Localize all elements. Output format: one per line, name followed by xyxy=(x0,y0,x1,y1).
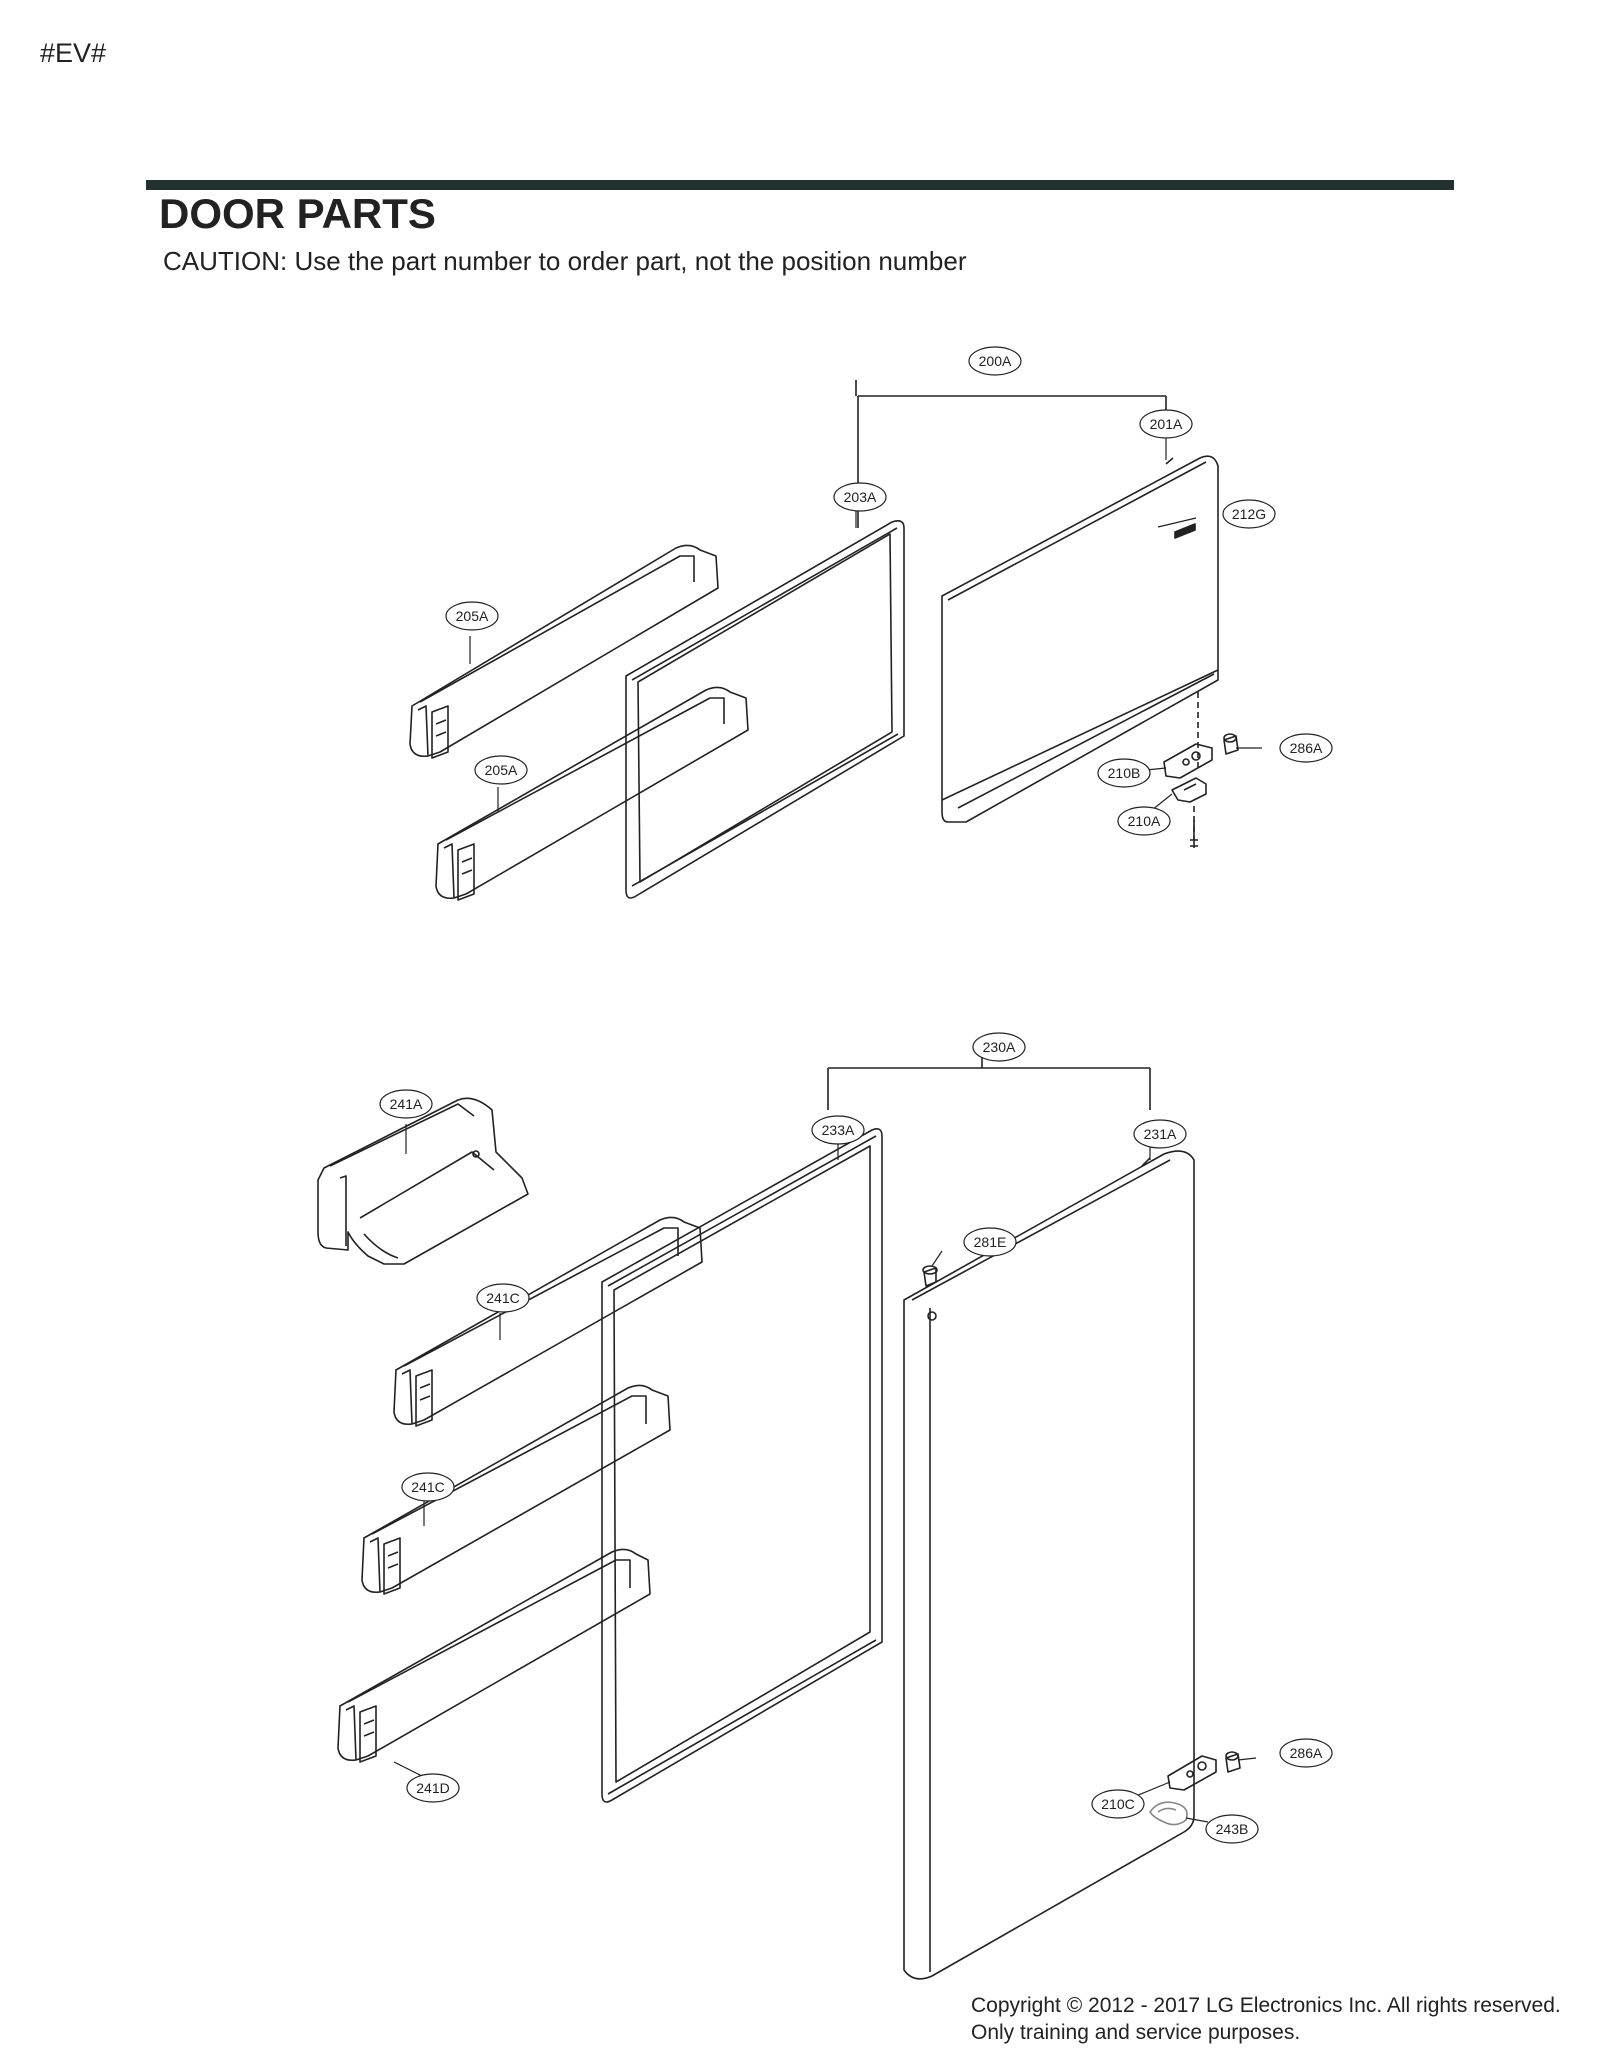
callout-243b: 243B xyxy=(1216,1821,1249,1837)
callout-203a: 203A xyxy=(844,489,877,505)
dairy-bin-241a xyxy=(317,1097,529,1265)
hinge-210a xyxy=(1171,777,1207,803)
leader-lines xyxy=(393,436,1262,1823)
door-bin-241c-lower xyxy=(361,1384,671,1595)
cap-286a-top xyxy=(1223,733,1239,755)
cap-281e xyxy=(922,1265,938,1321)
callout-oval-210c xyxy=(1091,1789,1145,1819)
callout-oval-203a xyxy=(833,482,887,512)
fridge-door-231a xyxy=(903,1150,1195,1980)
callout-231a: 231A xyxy=(1144,1126,1177,1142)
callout-oval-231a xyxy=(1133,1119,1187,1149)
callout-205a-bottom: 205A xyxy=(485,762,518,778)
callout-oval-241c-upper xyxy=(476,1283,530,1313)
callout-230a: 230A xyxy=(983,1039,1016,1055)
callout-oval-233a xyxy=(811,1115,865,1145)
bracket-200a xyxy=(855,380,1167,528)
callout-233a: 233A xyxy=(822,1122,855,1138)
callout-oval-210b xyxy=(1097,758,1151,788)
model-tag: #EV# xyxy=(40,38,107,68)
callout-241a: 241A xyxy=(390,1096,423,1112)
clip-243b xyxy=(1149,1801,1188,1826)
callout-oval-212g xyxy=(1222,499,1276,529)
callout-oval-241c-lower xyxy=(401,1472,455,1502)
callout-201a: 201A xyxy=(1150,416,1183,432)
gasket-233a xyxy=(601,1128,883,1803)
callout-ovals xyxy=(379,346,1333,1844)
callout-oval-243b xyxy=(1205,1814,1259,1844)
callout-210c: 210C xyxy=(1101,1796,1134,1812)
callout-oval-205a-top xyxy=(445,601,499,631)
caution-note: CAUTION: Use the part number to order pa… xyxy=(163,246,967,276)
hinge-210b xyxy=(1163,743,1213,779)
callout-210a: 210A xyxy=(1128,813,1161,829)
callout-286a-top: 286A xyxy=(1290,740,1323,756)
callout-oval-286a-top xyxy=(1279,733,1333,763)
callout-oval-230a xyxy=(972,1032,1026,1062)
callout-241d: 241D xyxy=(416,1780,449,1796)
callout-oval-200a xyxy=(968,346,1022,376)
door-bin-205a-lower xyxy=(435,686,749,901)
callout-210b: 210B xyxy=(1108,765,1141,781)
callout-oval-205a-bottom xyxy=(474,755,528,785)
page-title: DOOR PARTS xyxy=(159,190,436,237)
callout-oval-281e xyxy=(963,1227,1017,1257)
callout-oval-241d xyxy=(406,1773,460,1803)
title-rule xyxy=(146,180,1454,190)
callout-281e: 281E xyxy=(974,1234,1007,1250)
callout-205a-top: 205A xyxy=(456,608,489,624)
callout-286a-bottom: 286A xyxy=(1290,1745,1323,1761)
callout-oval-201a xyxy=(1139,409,1193,439)
copyright-notice: Copyright © 2012 - 2017 LG Electronics I… xyxy=(971,1992,1561,2046)
callout-200a: 200A xyxy=(979,353,1012,369)
callout-oval-241a xyxy=(379,1089,433,1119)
gasket-203a xyxy=(625,520,905,899)
freezer-door-201a xyxy=(941,455,1219,823)
copyright-line-2: Only training and service purposes. xyxy=(971,2021,1301,2044)
door-bin-241d xyxy=(337,1548,651,1763)
copyright-line-1: Copyright © 2012 - 2017 LG Electronics I… xyxy=(971,1994,1561,2017)
hinge-210c xyxy=(1167,1755,1217,1791)
hinge-dashline xyxy=(1193,692,1199,840)
callout-212g: 212G xyxy=(1232,506,1266,522)
cap-286a-bottom xyxy=(1225,1751,1241,1773)
door-bin-241c-upper xyxy=(393,1216,703,1427)
callout-oval-286a-bottom xyxy=(1279,1738,1333,1768)
callout-241c-upper: 241C xyxy=(486,1290,519,1306)
callout-241c-lower: 241C xyxy=(411,1479,444,1495)
door-bin-205a-upper xyxy=(409,544,719,759)
callout-oval-210a xyxy=(1117,806,1171,836)
screw-upper xyxy=(1190,820,1198,848)
